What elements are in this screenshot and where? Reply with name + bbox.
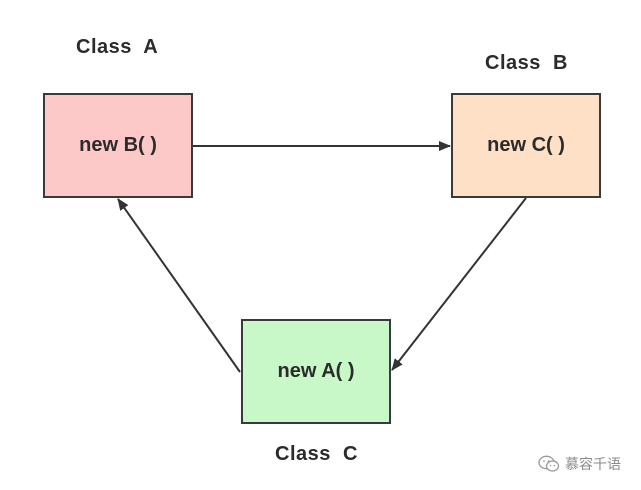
class-c-box: new A( ) [241, 319, 391, 424]
class-b-box: new C( ) [451, 93, 601, 198]
class-a-box: new B( ) [43, 93, 193, 198]
class-b-label: Class B [485, 52, 568, 74]
class-c-label: Class C [275, 443, 358, 465]
class-a-label: Class A [76, 36, 159, 58]
wechat-icon [538, 455, 560, 472]
watermark-text: 慕容千语 [565, 457, 621, 473]
watermark: 慕容千语 [538, 454, 621, 474]
arrow-b-to-c [391, 197, 527, 371]
arrow-c-to-a [117, 198, 241, 373]
